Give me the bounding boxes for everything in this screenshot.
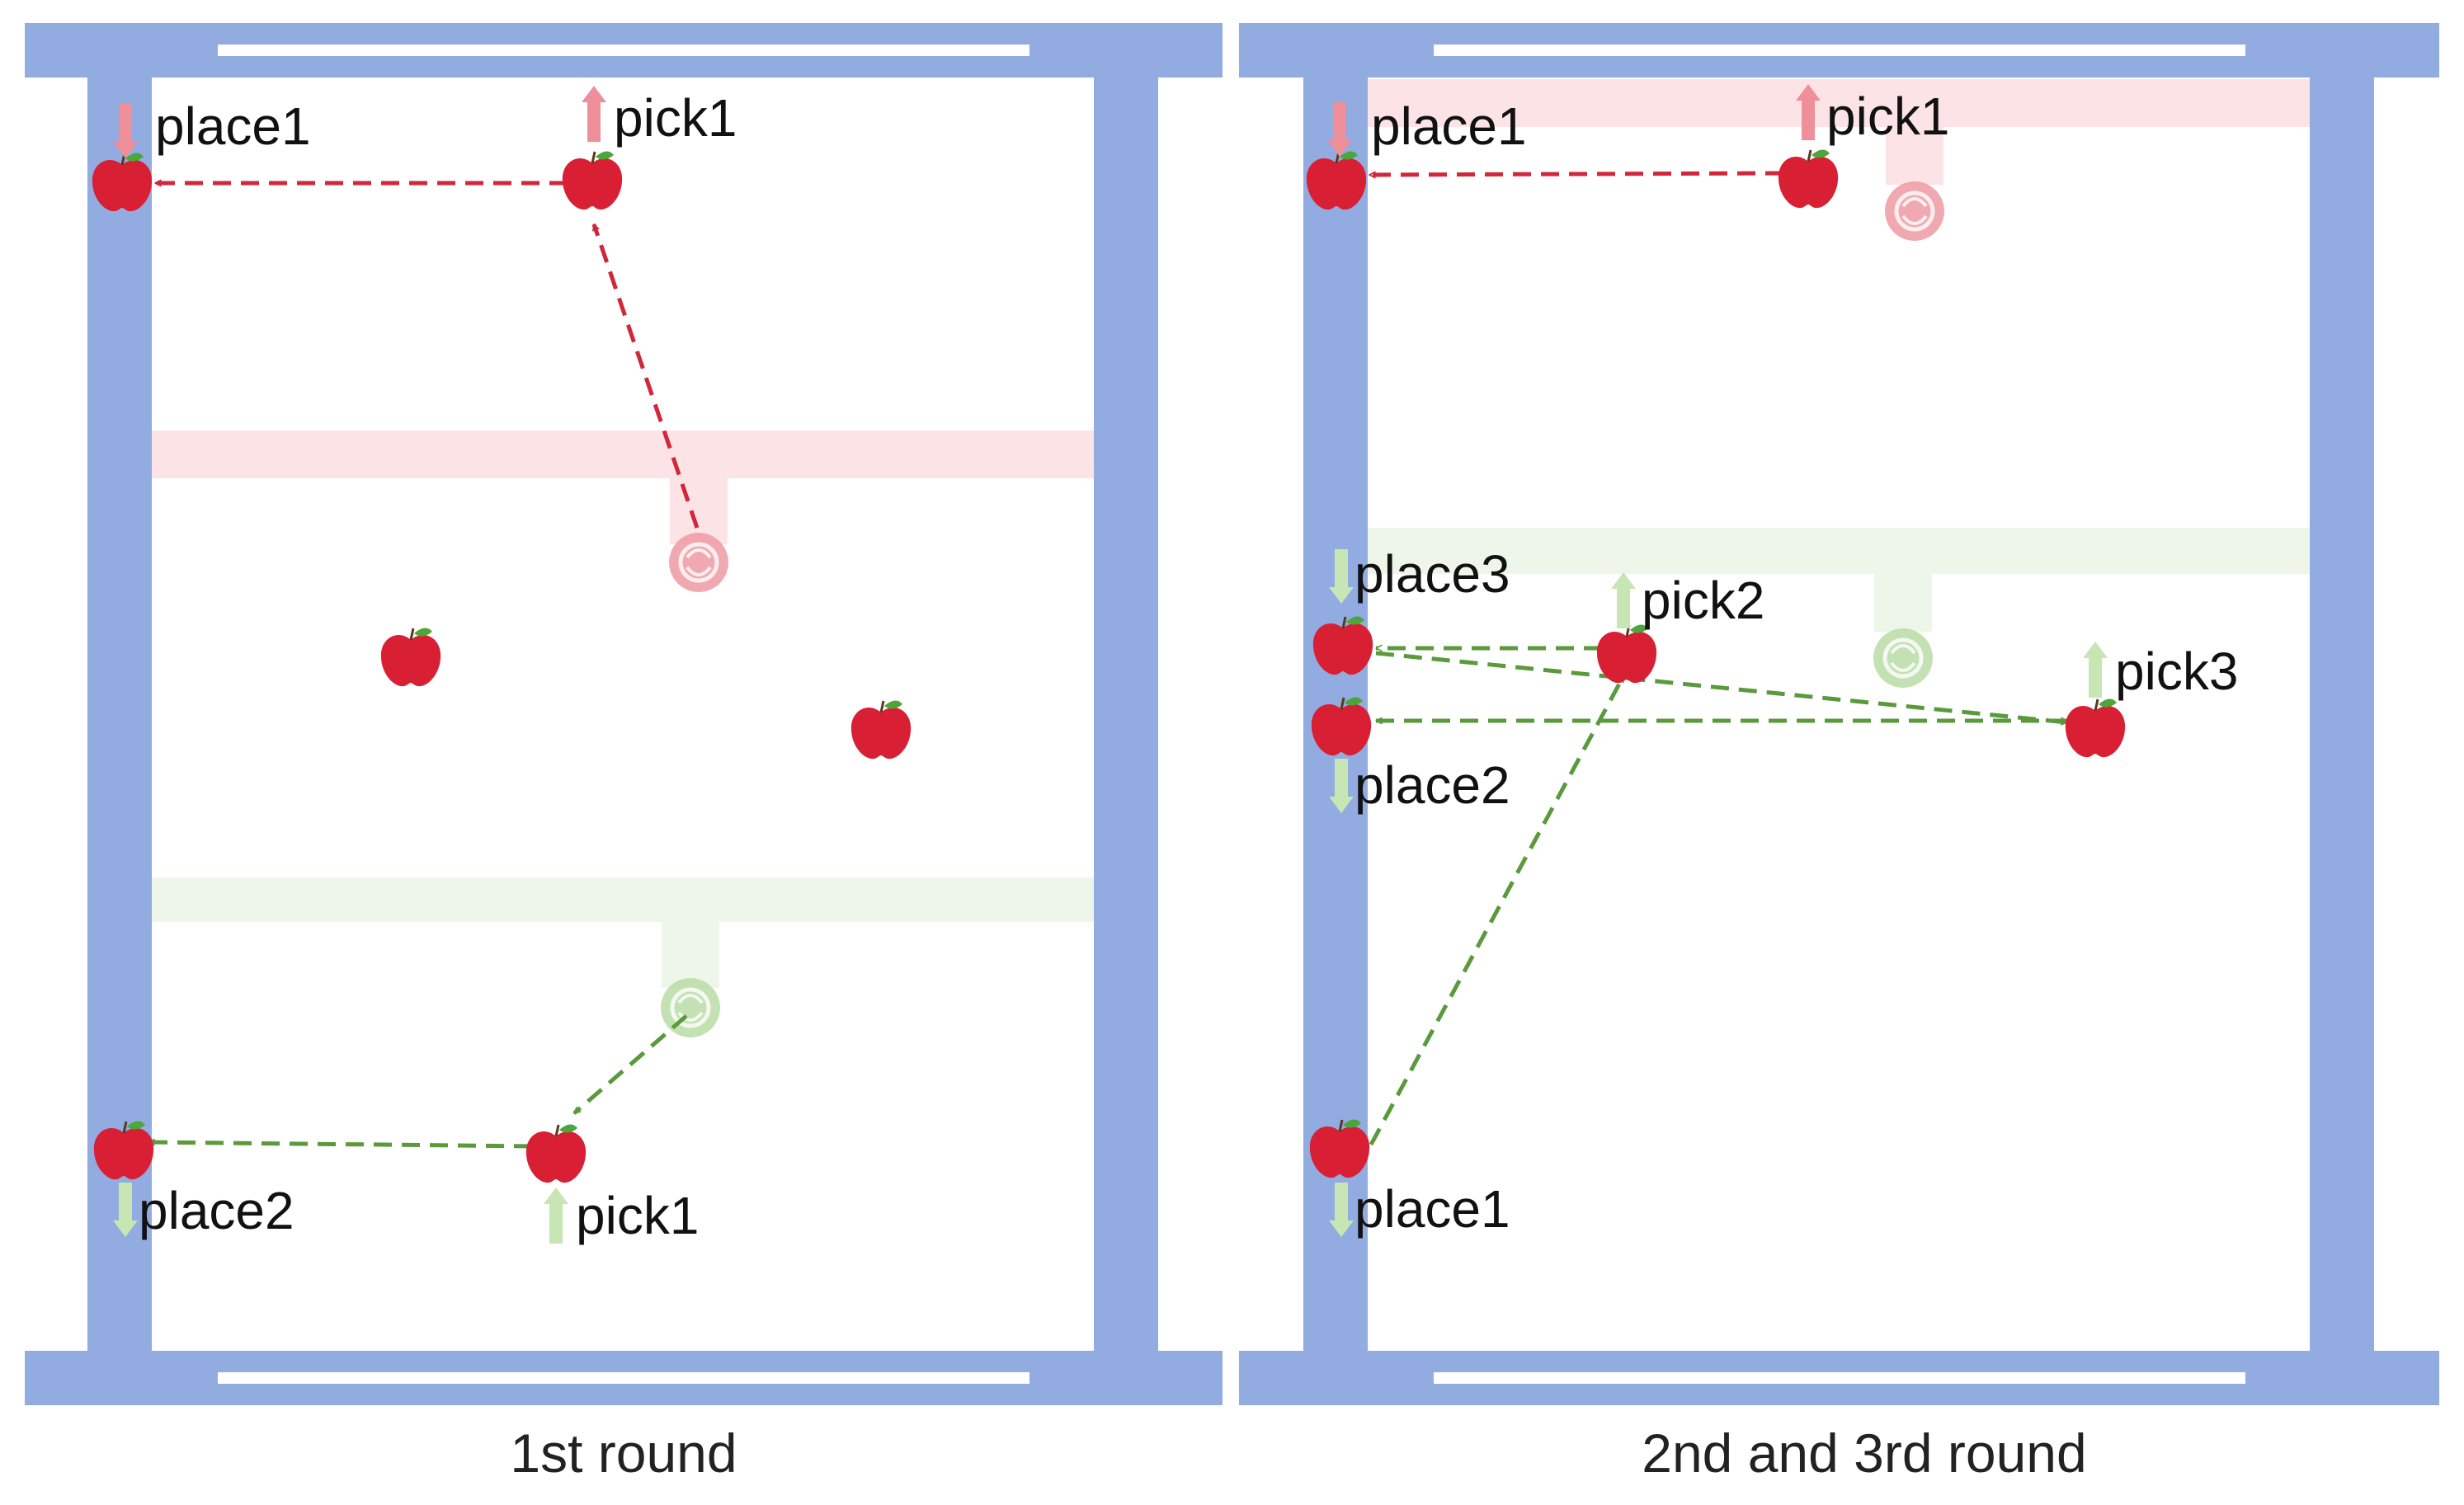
gripper-icon [1873,628,1933,688]
red-arm-band [152,430,1094,478]
arrow-down-icon [113,104,138,158]
apple-icon [380,628,441,687]
top-rail-inner-gap [218,45,1029,56]
apple-icon [1309,1119,1370,1178]
apple-icon [2065,698,2126,758]
arrow-up-icon [1611,572,1636,628]
red-path-pick1-to-place1 [1369,173,1784,175]
red-arm [152,430,1094,592]
label-green-place1: place1 [1354,1179,1510,1239]
panel-2nd-3rd-round: place1 pick1 place3 pick2 pick3 place2 p… [1239,23,2439,1484]
label-red-pick1: pick1 [614,88,737,148]
arrow-up-icon [544,1188,568,1244]
right-post [2310,78,2374,1351]
label-green-place2: place2 [1354,755,1510,815]
apple-icon [93,1121,154,1180]
caption-1st-round: 1st round [510,1423,737,1484]
label-red-place1: place1 [155,96,311,156]
arrow-down-icon [1327,102,1352,157]
label-green-pick2: pick2 [1642,571,1764,630]
apple-icon [1778,149,1839,209]
bottom-rail-inner-gap [218,1372,1029,1384]
bottom-rail-inner-gap [1434,1372,2245,1384]
arrow-up-icon [582,86,606,142]
gripper-icon [1885,181,1944,241]
green-arm [1368,528,2310,688]
green-arm [152,877,1094,1037]
arrow-up-icon [2083,642,2108,698]
gripper-icon [669,533,728,592]
apple-icon [1311,697,1372,756]
green-path-pick1-to-place2 [148,1142,533,1149]
apple-icon [1312,616,1373,675]
label-red-pick1: pick1 [1826,87,1949,146]
red-arm-stem [1886,127,1943,185]
panel-1st-round: place1 pick1 place2 pick1 1st round [25,23,1223,1484]
label-red-place1: place1 [1371,96,1527,156]
apple-icon [1306,151,1367,210]
green-arm-stem [1874,574,1932,632]
label-green-pick3: pick3 [2115,642,2238,701]
arrow-down-icon [113,1183,138,1237]
right-post [1094,78,1158,1351]
arrow-down-icon [1329,549,1354,604]
label-green-place2: place2 [139,1181,294,1240]
gripper-icon [661,978,720,1037]
green-arm-band [1368,528,2310,574]
green-path-place1-to-pick2 [1369,676,1626,1146]
green-path-place3-to-pick3 [1375,651,2067,722]
label-green-place3: place3 [1354,544,1510,604]
label-green-pick1: pick1 [576,1186,699,1245]
apple-icon [1596,624,1657,684]
arrow-down-icon [1329,1183,1354,1237]
apple-icon [92,153,153,212]
apple-icon [562,151,623,210]
green-arm-band [152,877,1094,922]
red-arm [1368,79,2310,241]
apple-icon [850,700,912,760]
arrow-up-icon [1796,84,1821,140]
top-rail-inner-gap [1434,45,2245,56]
green-arm-stem [662,922,719,988]
caption-2nd-3rd-round: 2nd and 3rd round [1642,1423,2086,1484]
apple-icon [525,1124,587,1183]
red-path-gripper-to-pick1 [591,224,700,529]
green-path-gripper-to-pick1 [572,1014,688,1115]
red-arm-band [1368,79,2310,127]
arrow-down-icon [1329,759,1354,813]
